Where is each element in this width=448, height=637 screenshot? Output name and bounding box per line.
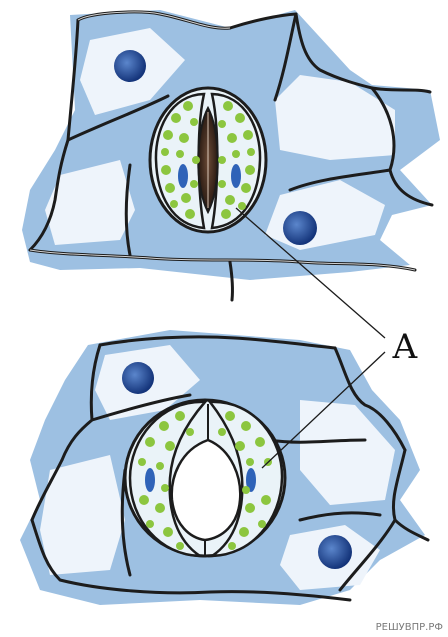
guard-nucleus-right-top: [231, 164, 241, 188]
watermark: РЕШУВПР.РФ: [376, 622, 444, 633]
cell-interior-bottom-l: [40, 455, 125, 575]
nucleus-top-left: [114, 50, 146, 82]
closed-stoma: [150, 88, 266, 232]
guard-nucleus-left-bottom: [145, 468, 155, 492]
open-stoma: [125, 400, 285, 556]
nucleus-bottom-right: [318, 535, 352, 569]
nucleus-bottom-left: [122, 362, 154, 394]
label-a: А: [392, 327, 418, 367]
nucleus-top-right: [283, 211, 317, 245]
guard-nucleus-left-top: [178, 164, 188, 188]
